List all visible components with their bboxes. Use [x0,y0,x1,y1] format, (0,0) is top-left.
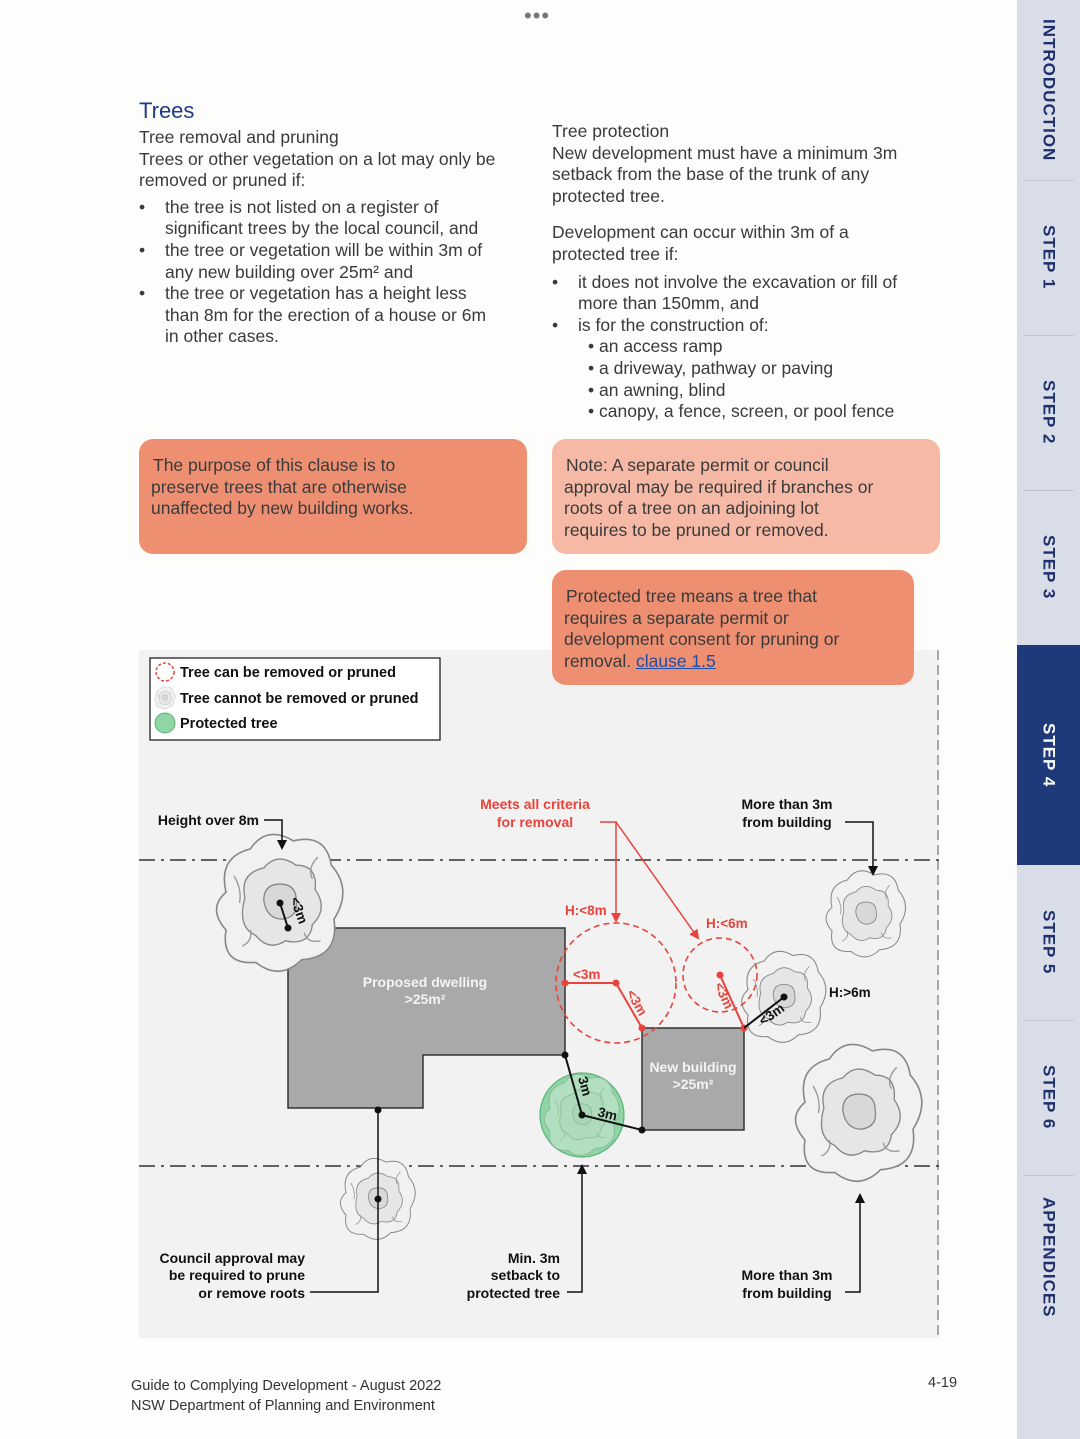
diagram-legend: Tree can be removed or pruned Tree canno… [149,657,441,741]
building-label: >25m² [405,991,446,1007]
removable-tree-icon [682,937,758,1013]
list-item: it does not involve the excavation or fi… [552,272,952,315]
tree-setback-diagram: Tree can be removed or pruned Tree canno… [139,650,939,1338]
callout-label: protected tree [467,1285,561,1301]
legend-label: Tree can be removed or pruned [180,665,396,681]
sub-list-item: an access ramp [588,336,952,358]
tab-appendices[interactable]: APPENDICES [1039,1197,1059,1318]
sub-list-item: an awning, blind [588,380,952,402]
section-heading: Trees [139,98,195,123]
tree-icon [154,686,176,710]
sub-list-item: a driveway, pathway or paving [588,358,952,380]
list-item: the tree or vegetation has a height less… [139,283,529,348]
tab-step-5[interactable]: STEP 5 [1039,910,1059,975]
tree-height-label: H:<8m [565,903,607,918]
callout-label: or remove roots [198,1285,305,1301]
tree-icon [794,1043,923,1183]
proposed-dwelling [287,927,566,1109]
callout-label: setback to [491,1267,560,1283]
left-intro-line: Trees or other vegetation on a lot may o… [139,148,496,169]
callout-label: for removal [497,814,573,830]
building-label: New building [649,1059,736,1075]
callout-label: be required to prune [169,1267,305,1283]
page-footer: Guide to Complying Development - August … [131,1376,441,1416]
legend-label: Tree cannot be removed or pruned [180,691,419,707]
callout-label: More than 3m [741,796,832,812]
text-line: Development can occur within 3m of a [552,222,849,243]
tree-height-label: H:<6m [706,916,748,931]
callout-label: Meets all criteria [480,796,590,812]
callout-label: Height over 8m [158,812,259,828]
tab-introduction[interactable]: INTRODUCTION [1039,18,1059,162]
protected-tree-icon [154,712,176,734]
more-options-icon[interactable]: ••• [524,3,551,28]
callout-label: Min. 3m [508,1250,560,1266]
list-item: is for the construction of: [552,315,952,337]
right-column: Tree protection New development must hav… [552,121,952,423]
left-intro-line: removed or pruned if: [139,170,306,191]
measure-label: 3m [596,1104,619,1123]
sub-list-item: canopy, a fence, screen, or pool fence [588,401,952,423]
callout-label: Council approval may [160,1250,306,1266]
tab-step-1[interactable]: STEP 1 [1039,225,1059,290]
left-column: Tree removal and pruning Trees or other … [139,127,529,348]
tab-step-3[interactable]: STEP 3 [1039,535,1059,600]
page-number: 4-19 [928,1375,958,1391]
tab-step-2[interactable]: STEP 2 [1039,380,1059,445]
purpose-callout: The purpose of this clause is to preserv… [139,439,527,554]
footer-title: Guide to Complying Development - August … [131,1378,442,1394]
note-callout: Note: A separate permit or council appro… [552,439,940,554]
section-sidebar: INTRODUCTION STEP 1 STEP 2 STEP 3 STEP 4… [1017,0,1080,1439]
building-label: Proposed dwelling [363,974,487,990]
legend-label: Protected tree [180,716,278,732]
text-line: setback from the base of the trunk of an… [552,164,870,185]
text-line: protected tree if: [552,243,679,264]
new-building [641,1027,745,1131]
callout-label: from building [742,814,831,830]
left-subheading: Tree removal and pruning [139,127,339,147]
tree-height-label: H:>6m [829,985,871,1000]
measure-label: <3m [573,967,600,982]
text-line: protected tree. [552,185,665,206]
tab-step-6[interactable]: STEP 6 [1039,1065,1059,1130]
measure-label: 3m [575,1075,595,1098]
callout-label: from building [742,1285,831,1301]
removable-tree-icon [555,922,677,1044]
tab-step-4[interactable]: STEP 4 [1017,645,1080,865]
right-subheading: Tree protection [552,121,670,141]
footer-department: NSW Department of Planning and Environme… [131,1398,435,1414]
removable-tree-icon [155,662,175,682]
building-label: >25m² [673,1076,714,1092]
tree-icon [825,870,907,958]
list-item: the tree is not listed on a register of … [139,197,529,240]
clause-link[interactable]: clause 1.5 [635,650,716,671]
callout-label: More than 3m [741,1267,832,1283]
protected-tree-callout: Protected tree means a tree that require… [552,570,914,685]
list-item: the tree or vegetation will be within 3m… [139,240,529,283]
text-line: New development must have a minimum 3m [552,142,898,163]
